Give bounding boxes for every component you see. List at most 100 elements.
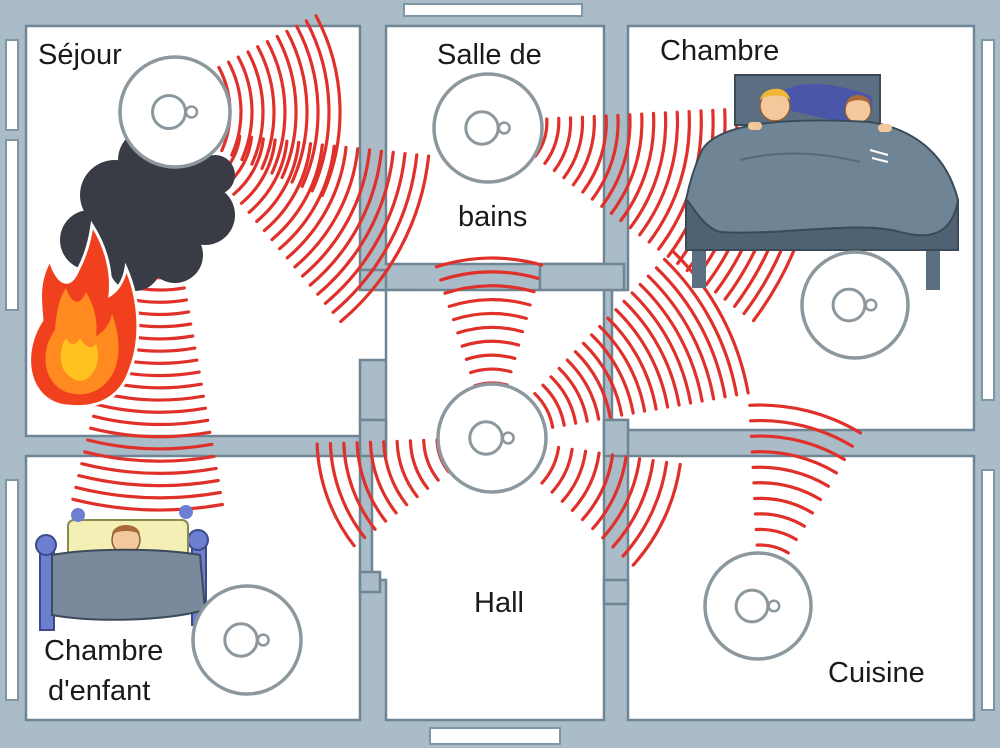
sound-wave-arc [464, 353, 517, 361]
sound-wave-arc [469, 367, 513, 375]
sound-wave-arc [232, 137, 265, 196]
sound-wave-arc [239, 138, 277, 205]
sound-wave-arc [552, 116, 573, 173]
sound-wave-arc [754, 527, 798, 542]
label-sejour: Séjour [38, 39, 122, 71]
sound-wave-arc [227, 60, 243, 157]
sound-wave-arc [533, 392, 555, 429]
sound-wave-arc [614, 308, 670, 409]
sound-wave-arc [748, 403, 862, 435]
sound-wave-arc [331, 153, 419, 314]
sound-wave-arc [368, 440, 398, 515]
flame [28, 220, 140, 408]
sound-wave-arc [382, 440, 409, 507]
sound-wave-arc [622, 299, 681, 407]
interior-walls [358, 262, 630, 606]
sound-wave-arc [755, 543, 790, 555]
sound-wave-arc [323, 152, 407, 305]
sound-wave-arc [621, 460, 669, 558]
sound-wave-arc [77, 474, 220, 488]
sound-wave-arc [395, 439, 419, 499]
sound-wave-arc [581, 341, 624, 417]
sound-wave-arc [562, 115, 585, 180]
sound-wave-arc [750, 450, 838, 475]
smoke-detector-icon [118, 55, 232, 169]
smoke-detector-icon [432, 72, 544, 184]
sound-wave-arc [606, 316, 658, 411]
sound-wave-arc [95, 402, 208, 414]
sound-wave-arc [581, 114, 608, 194]
sound-wave-arc [638, 282, 704, 403]
sound-wave-arc [80, 462, 218, 475]
sound-wave-arc [262, 142, 313, 233]
sound-wave-arc [451, 311, 528, 322]
sound-wave-arc [342, 441, 377, 531]
sound-wave-arc [355, 441, 388, 523]
sound-wave-arc [408, 439, 430, 490]
sound-wave-arc [339, 154, 431, 324]
sound-wave-arc [752, 481, 822, 502]
sound-wave-arc [662, 257, 739, 397]
sound-wave-arc [598, 324, 647, 413]
sound-wave-arc [540, 445, 561, 485]
label-salle-de-bains-top: Salle de [437, 39, 542, 71]
sound-wave-arc [654, 266, 727, 399]
smoke-detector-icon [436, 382, 548, 494]
sound-wave-arc [86, 438, 214, 451]
sound-wave-arc [89, 426, 212, 439]
sound-wave-arc [308, 149, 383, 287]
sound-wave-arc [71, 497, 225, 512]
smoke-detector-icon [800, 250, 910, 360]
sound-wave-arc [565, 358, 601, 421]
label-cuisine: Cuisine [828, 657, 925, 689]
child-bed [35, 505, 209, 631]
sound-wave-arc [236, 55, 254, 162]
sound-wave-arc [646, 274, 716, 401]
sound-wave-arc [751, 465, 830, 488]
sound-wave-arc [92, 414, 210, 427]
sound-wave-arc [647, 110, 691, 244]
sound-wave-arc [557, 366, 589, 423]
sound-wave-arc [255, 140, 301, 223]
sound-wave-arc [295, 24, 320, 188]
sound-wave-arc [671, 249, 750, 395]
sound-wave-arc [447, 298, 532, 308]
sound-wave-arc [753, 512, 806, 528]
double-bed [684, 74, 960, 290]
sound-wave-arc [590, 113, 620, 201]
sound-wave-arc [256, 45, 276, 171]
sound-wave-arc [293, 147, 360, 269]
sound-wave-arc [611, 459, 655, 549]
sound-wave-arc [619, 111, 656, 223]
smoke-detector-icon [191, 584, 303, 696]
sound-wave-arc [549, 375, 578, 425]
sound-wave-arc [609, 112, 644, 215]
sound-wave-arc [638, 110, 680, 237]
sound-wave-arc [571, 114, 596, 187]
label-chambre-enfant-top: Chambre [44, 635, 164, 667]
label-chambre-enfant-bottom: d'enfant [48, 675, 151, 707]
sound-wave-arc [315, 442, 356, 548]
smoke-detector-icon [703, 551, 813, 661]
sound-wave-arc [422, 438, 440, 482]
sound-wave-arc [541, 383, 566, 427]
sound-wave-arc [543, 116, 561, 165]
sound-wave-arc [314, 14, 342, 197]
label-chambre: Chambre [660, 35, 780, 67]
sound-wave-arc [328, 442, 367, 540]
sound-wave-arc [285, 29, 309, 184]
sound-wave-arc [247, 139, 289, 214]
sound-wave-arc [570, 451, 601, 512]
sound-wave-arc [285, 145, 348, 260]
sound-wave-arc [304, 19, 331, 193]
sound-wave-arc [270, 143, 324, 242]
sound-wave-arc [749, 418, 854, 448]
sound-wave-arc [550, 447, 574, 494]
sound-wave-arc [456, 325, 525, 335]
sound-wave-arc [580, 453, 615, 522]
sound-wave-arc [749, 434, 846, 462]
sound-wave-arc [460, 339, 521, 348]
sound-wave-arc [265, 40, 287, 175]
